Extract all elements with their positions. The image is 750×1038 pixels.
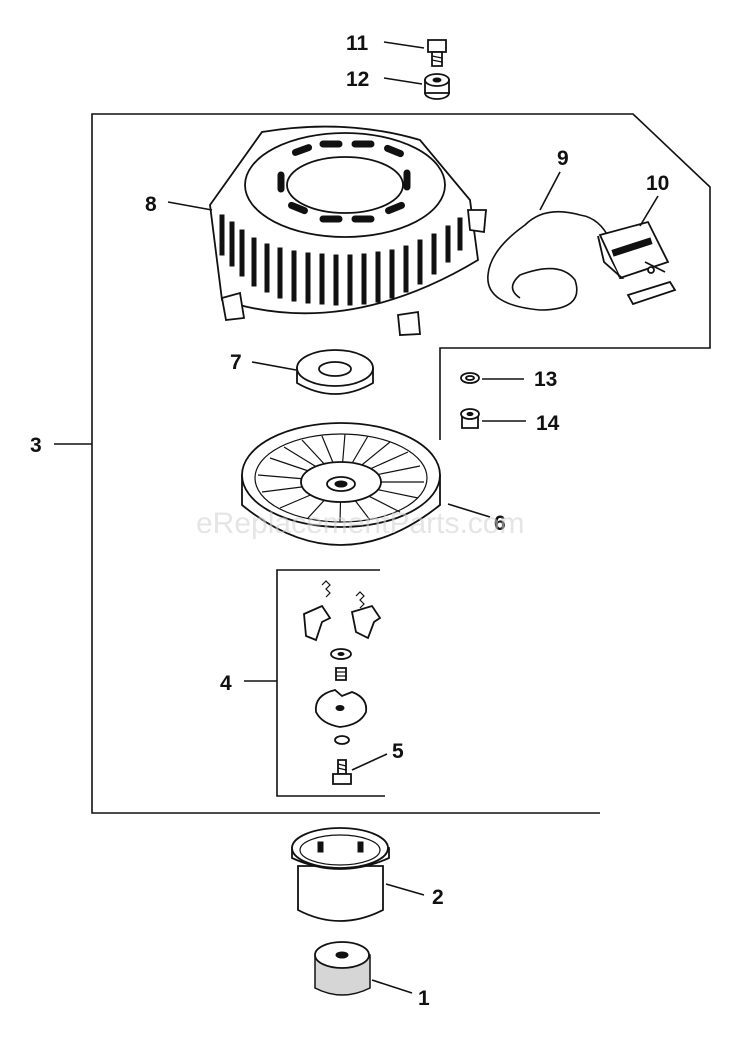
callout-11: 11	[346, 32, 369, 55]
leader-line-8	[167, 201, 213, 211]
callout-6: 6	[494, 512, 506, 535]
pulley-part-6[interactable]	[241, 422, 441, 546]
starter-housing-part-8[interactable]	[209, 125, 487, 336]
starter-rope-part-9[interactable]	[487, 210, 611, 311]
screw-part-5[interactable]	[332, 759, 352, 785]
callout-12: 12	[346, 68, 369, 91]
starter-cup-part-2[interactable]	[291, 827, 390, 922]
recoil-spring-part-7[interactable]	[296, 349, 374, 395]
assembly-4-bracket	[276, 569, 385, 797]
bolt-part-11[interactable]	[427, 39, 447, 67]
leader-line-5	[351, 753, 388, 771]
callout-9: 9	[557, 147, 569, 170]
watermark-text: eReplacementParts.com	[196, 507, 524, 540]
ratchet-kit-part-4[interactable]	[303, 580, 382, 745]
callout-14: 14	[536, 412, 560, 435]
callout-8: 8	[145, 193, 157, 216]
leader-line-6	[447, 503, 491, 518]
callout-2: 2	[432, 886, 444, 909]
callout-5: 5	[392, 740, 404, 763]
callout-10: 10	[646, 172, 669, 195]
leader-line-7	[251, 361, 297, 371]
callout-1: 1	[418, 987, 430, 1010]
leader-line-1	[371, 979, 413, 994]
washer-part-13[interactable]	[460, 372, 480, 384]
nut-part-14[interactable]	[460, 408, 480, 429]
leader-line-9	[539, 171, 561, 211]
nut-part-12[interactable]	[424, 73, 450, 100]
leader-line-12	[383, 77, 423, 85]
leader-line-10	[639, 195, 659, 227]
leader-line-2	[385, 883, 425, 896]
starter-handle-part-10[interactable]	[597, 220, 677, 306]
spacer-part-1[interactable]	[314, 941, 371, 996]
callout-7: 7	[230, 351, 242, 374]
callout-4: 4	[220, 672, 232, 695]
callout-13: 13	[534, 368, 557, 391]
assembly-3-boundary	[91, 113, 711, 814]
callout-3: 3	[30, 434, 42, 457]
leader-line-11	[383, 41, 425, 49]
